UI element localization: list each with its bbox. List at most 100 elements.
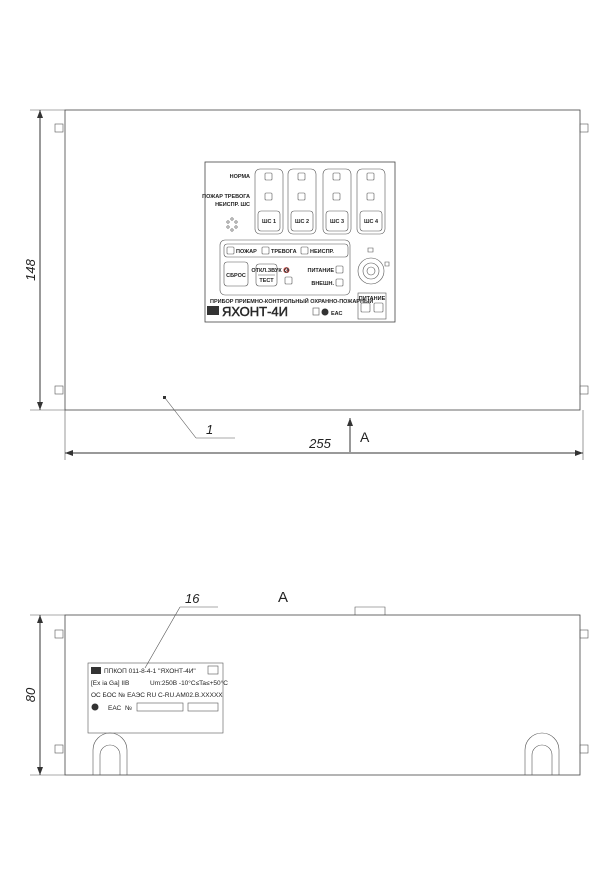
zone-4-button: ШС 4 bbox=[364, 219, 379, 225]
drawing-text: ТРЕВОГА bbox=[271, 249, 297, 255]
drawing-line bbox=[531, 744, 553, 775]
drawing-line bbox=[187, 702, 219, 712]
drawing-line bbox=[91, 703, 99, 711]
drawing-line bbox=[290, 210, 314, 232]
drawing-line bbox=[335, 265, 344, 274]
drawing-line bbox=[524, 732, 560, 775]
drawing-line bbox=[234, 225, 238, 229]
drawing-line bbox=[579, 629, 589, 639]
dimension-height-side: 80 bbox=[23, 614, 65, 776]
drawing-line bbox=[357, 257, 385, 285]
drawing-line bbox=[257, 210, 281, 232]
drawing-text: ПИТАНИЕ bbox=[308, 268, 335, 274]
drawing-line bbox=[136, 702, 184, 712]
drawing-text: ППКОП 011-8-4-1 "ЯХОНТ-4И" bbox=[104, 668, 196, 675]
drawing-line bbox=[332, 192, 341, 201]
drawing-text: НЕИСПР. ШС bbox=[215, 202, 250, 208]
drawing-line bbox=[92, 732, 128, 775]
dimension-255-label: 255 bbox=[308, 436, 331, 451]
drawing-line bbox=[207, 665, 219, 675]
drawing-text: Um:250В -10°С≤Ta≤+50°С bbox=[150, 679, 228, 687]
drawing-line bbox=[366, 172, 375, 181]
drawing-line bbox=[359, 210, 383, 232]
drawing-text: ВНЕШН. bbox=[311, 281, 334, 287]
drawing-line bbox=[230, 228, 234, 232]
drawing-line bbox=[356, 168, 386, 235]
drawing-line bbox=[163, 396, 166, 399]
feet bbox=[92, 732, 560, 775]
front-panel: НОРМА ПОЖАР ТРЕВОГА НЕИСПР. ШС ШС 1 ШС 2… bbox=[202, 161, 396, 323]
drawing-line bbox=[204, 161, 396, 323]
drawing-line bbox=[254, 168, 284, 235]
drawing-line bbox=[332, 172, 341, 181]
drawing-line bbox=[366, 266, 376, 276]
drawing-line bbox=[144, 606, 181, 669]
drawing-line bbox=[234, 220, 238, 224]
key-switch-icon bbox=[357, 247, 390, 285]
view-a-label: А bbox=[360, 429, 370, 445]
drawing-line bbox=[164, 397, 197, 439]
control-block bbox=[219, 239, 351, 296]
drawing-text: НОРМА bbox=[230, 174, 250, 180]
drawing-text: НЕИСПР. bbox=[310, 249, 334, 255]
drawing-text: [Ex ia Ga] IIB bbox=[91, 680, 129, 687]
drawing-line bbox=[87, 662, 224, 734]
drawing-line bbox=[91, 667, 101, 674]
nameplate: ППКОП 011-8-4-1 "ЯХОНТ-4И" [Ex ia Ga] II… bbox=[87, 662, 228, 734]
drawing-text: ТЕСТ bbox=[259, 278, 274, 284]
drawing-line bbox=[325, 210, 349, 232]
drawing-line bbox=[322, 168, 352, 235]
view-arrow-a: А bbox=[347, 418, 370, 452]
speaker-off-icon: 🔇 bbox=[283, 267, 290, 274]
drawing-line bbox=[226, 246, 235, 255]
top-view: 148 255 А 1 НОРМА ПОЖАР ТРЕВОГА НЕИСПР. … bbox=[23, 109, 589, 460]
drawing-line bbox=[230, 217, 234, 221]
dimension-80-label: 80 bbox=[23, 687, 38, 702]
zone-2: ШС 2 bbox=[287, 168, 317, 235]
zone-3: ШС 3 bbox=[322, 168, 352, 235]
drawing-line bbox=[373, 302, 384, 313]
drawing-line bbox=[312, 307, 320, 316]
drawing-line bbox=[261, 246, 270, 255]
drawing-line bbox=[297, 172, 306, 181]
drawing-text: № bbox=[125, 705, 132, 712]
drawing-line bbox=[264, 192, 273, 201]
top-bump bbox=[354, 606, 386, 615]
drawing-line bbox=[367, 247, 390, 267]
drawing-line bbox=[360, 302, 371, 313]
drawing-line bbox=[99, 744, 121, 775]
drawing-line bbox=[366, 192, 375, 201]
power-box bbox=[357, 292, 387, 320]
brand-name: ЯХОНТ-4И bbox=[222, 304, 288, 319]
dimension-width: 255 bbox=[64, 410, 584, 460]
drawing-line bbox=[54, 123, 64, 133]
zone-1: ШС 1 bbox=[254, 168, 284, 235]
drawing-line bbox=[264, 172, 273, 181]
drawing-text: СБРОС bbox=[226, 273, 246, 279]
reset-button bbox=[223, 261, 249, 287]
drawing-line bbox=[54, 744, 64, 754]
view-a-title: А bbox=[278, 589, 288, 606]
callout-16: 16 bbox=[144, 591, 218, 669]
enclosure-side-outline bbox=[64, 614, 581, 776]
drawing-text: ОТКЛ.ЗВУК bbox=[251, 268, 282, 274]
drawing-line bbox=[579, 385, 589, 395]
buzzer-icon bbox=[226, 217, 238, 232]
drawing-line bbox=[226, 225, 230, 229]
brand-logo bbox=[207, 306, 219, 315]
callout-1: 1 bbox=[163, 396, 235, 439]
drawing-line bbox=[284, 276, 293, 285]
zone-1-button: ШС 1 bbox=[262, 219, 276, 225]
drawing-line bbox=[300, 246, 309, 255]
drawing-line bbox=[297, 192, 306, 201]
drawing-line bbox=[54, 629, 64, 639]
drawing-line bbox=[321, 308, 329, 316]
drawing-line bbox=[362, 262, 380, 280]
bottom-view: А 80 16 ППКОП 011-8-4-1 "ЯХОНТ-4И" [Ex i… bbox=[23, 589, 589, 776]
drawing-line bbox=[54, 385, 64, 395]
drawing-line bbox=[226, 220, 230, 224]
callout-16-label: 16 bbox=[185, 591, 200, 606]
drawing-text: ЕАС bbox=[108, 705, 122, 712]
drawing-line bbox=[579, 123, 589, 133]
